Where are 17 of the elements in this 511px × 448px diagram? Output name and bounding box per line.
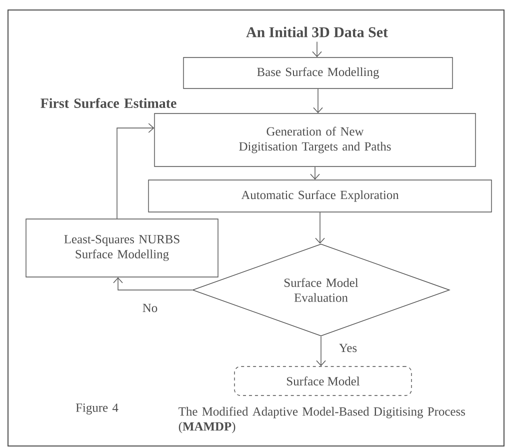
arrow — [310, 166, 320, 180]
process-box: Base Surface Modelling — [183, 57, 453, 89]
terminal-box: Surface Model — [234, 366, 412, 396]
process-box: Least-Squares NURBS Surface Modelling — [26, 218, 218, 278]
process-box: Automatic Surface Exploration — [148, 180, 492, 212]
arrow — [313, 88, 323, 114]
arrow — [316, 336, 326, 366]
arrow — [315, 212, 325, 244]
edge-label: No — [142, 304, 158, 312]
arrow — [312, 41, 322, 58]
arrow — [116, 123, 154, 219]
arrow — [113, 277, 192, 290]
caption-text: Figure 4 — [76, 404, 118, 414]
edge-label: Yes — [339, 344, 357, 352]
start-text: An Initial 3D Data Set — [246, 26, 388, 38]
heading-text: First Surface Estimate — [40, 98, 176, 108]
process-box: Generation of New Digitisation Targets and Paths — [154, 113, 476, 167]
